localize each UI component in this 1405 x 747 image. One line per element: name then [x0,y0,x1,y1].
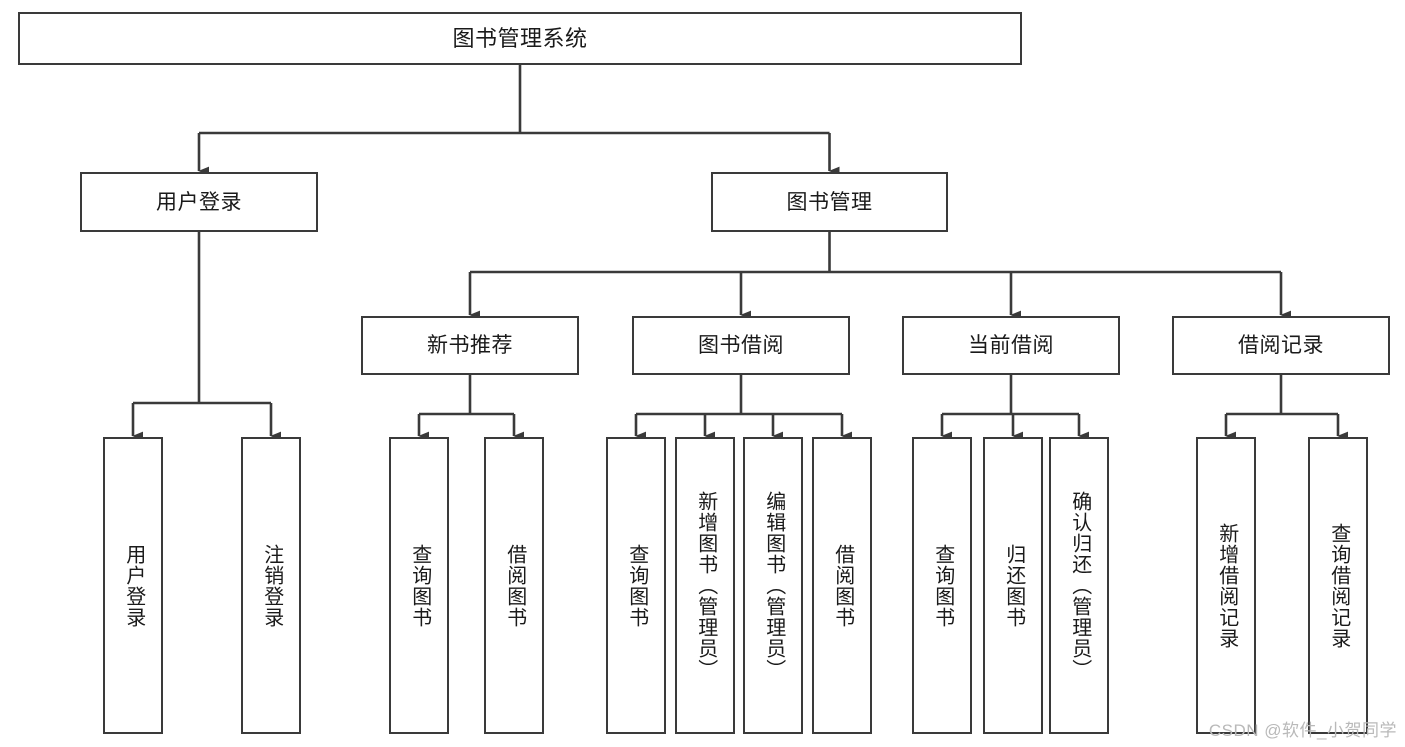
node-label: 图书管理系统 [452,25,588,51]
node-records[interactable]: 借阅记录 [1172,316,1390,375]
node-leaf-bw-edit[interactable]: 编辑图书（管理员） [743,437,803,734]
node-label: 用户登录 [156,190,242,214]
node-label: 归还图书 [1002,543,1025,628]
node-label: 借阅图书 [503,543,526,628]
node-label: 编辑图书（管理员） [762,491,785,680]
node-label: 图书管理 [786,190,873,214]
node-label: 当前借阅 [968,334,1054,357]
node-label: 查询借阅记录 [1327,522,1350,649]
node-leaf-nb-borrow[interactable]: 借阅图书 [484,437,544,734]
node-leaf-bw-add[interactable]: 新增图书（管理员） [675,437,735,734]
node-leaf-user-logout[interactable]: 注销登录 [241,437,301,734]
node-borrow[interactable]: 图书借阅 [632,316,850,375]
node-label: 查询图书 [408,543,431,628]
node-label: 借阅记录 [1238,334,1324,357]
node-root[interactable]: 图书管理系统 [18,12,1022,65]
node-label: 新增图书（管理员） [694,491,717,680]
node-bookmgmt[interactable]: 图书管理 [711,172,948,232]
node-label: 确认归还（管理员） [1068,491,1091,680]
node-label: 新增借阅记录 [1215,522,1238,649]
node-leaf-cur-query[interactable]: 查询图书 [912,437,972,734]
node-label: 查询图书 [931,543,954,628]
node-label: 用户登录 [122,543,145,628]
node-leaf-rec-query[interactable]: 查询借阅记录 [1308,437,1368,734]
node-newbook[interactable]: 新书推荐 [361,316,579,375]
node-leaf-user-login[interactable]: 用户登录 [103,437,163,734]
node-leaf-cur-return[interactable]: 归还图书 [983,437,1043,734]
node-leaf-bw-borrow[interactable]: 借阅图书 [812,437,872,734]
node-leaf-cur-confirm[interactable]: 确认归还（管理员） [1049,437,1109,734]
node-label: 借阅图书 [831,543,854,628]
node-current[interactable]: 当前借阅 [902,316,1120,375]
node-login[interactable]: 用户登录 [80,172,318,232]
csdn-watermark: CSDN @软件_小贺同学 [1208,721,1397,740]
node-label: 新书推荐 [427,334,513,357]
node-label: 图书借阅 [698,334,784,357]
node-leaf-bw-query[interactable]: 查询图书 [606,437,666,734]
node-leaf-rec-add[interactable]: 新增借阅记录 [1196,437,1256,734]
node-leaf-nb-query[interactable]: 查询图书 [389,437,449,734]
node-label: 查询图书 [625,543,648,628]
node-label: 注销登录 [260,543,283,628]
